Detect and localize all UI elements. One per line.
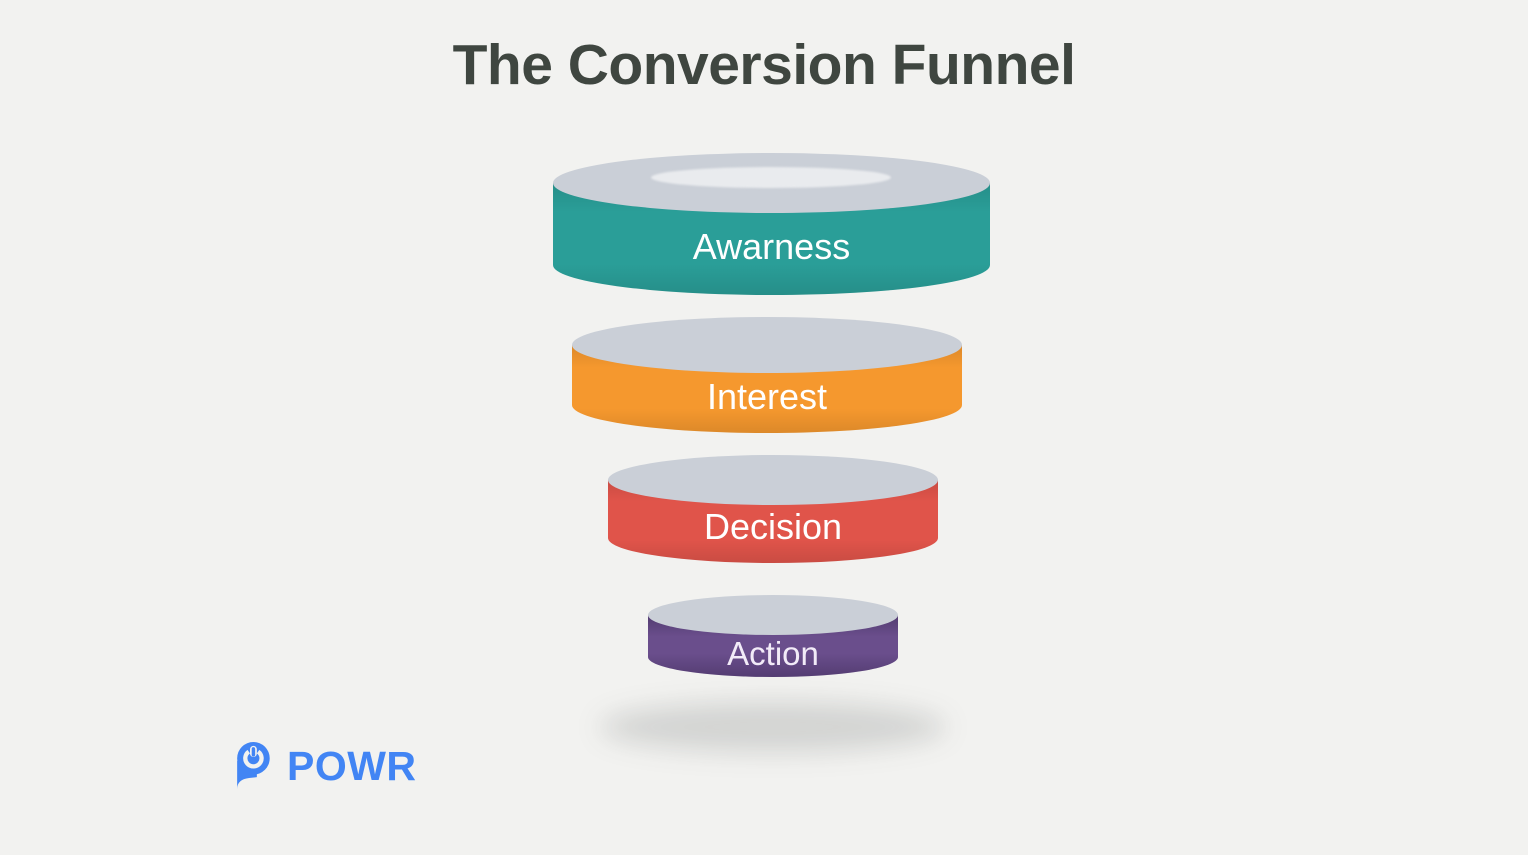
funnel-layer-decision: Decision — [608, 455, 938, 563]
funnel-interest-top-ellipse — [572, 317, 962, 373]
funnel-action-top-ellipse — [648, 595, 898, 635]
page-title: The Conversion Funnel — [452, 33, 1076, 97]
funnel-awareness-top-highlight — [651, 167, 891, 188]
funnel-decision-label: Decision — [703, 506, 843, 547]
funnel-layer-interest: Interest — [572, 317, 962, 433]
funnel-decision-top-ellipse — [608, 455, 938, 505]
funnel-layer-awareness: Awarness — [553, 153, 990, 295]
funnel-ground-shadow — [600, 702, 946, 752]
funnel-action-label: Action — [727, 635, 819, 672]
powr-logo-text: POWR — [287, 742, 417, 789]
funnel-layer-action: Action — [648, 595, 898, 677]
funnel-awareness-label: Awarness — [692, 226, 851, 267]
powr-logo: POWR — [226, 740, 417, 792]
funnel-interest-label: Interest — [706, 376, 828, 417]
powr-power-pin-icon — [237, 742, 270, 790]
